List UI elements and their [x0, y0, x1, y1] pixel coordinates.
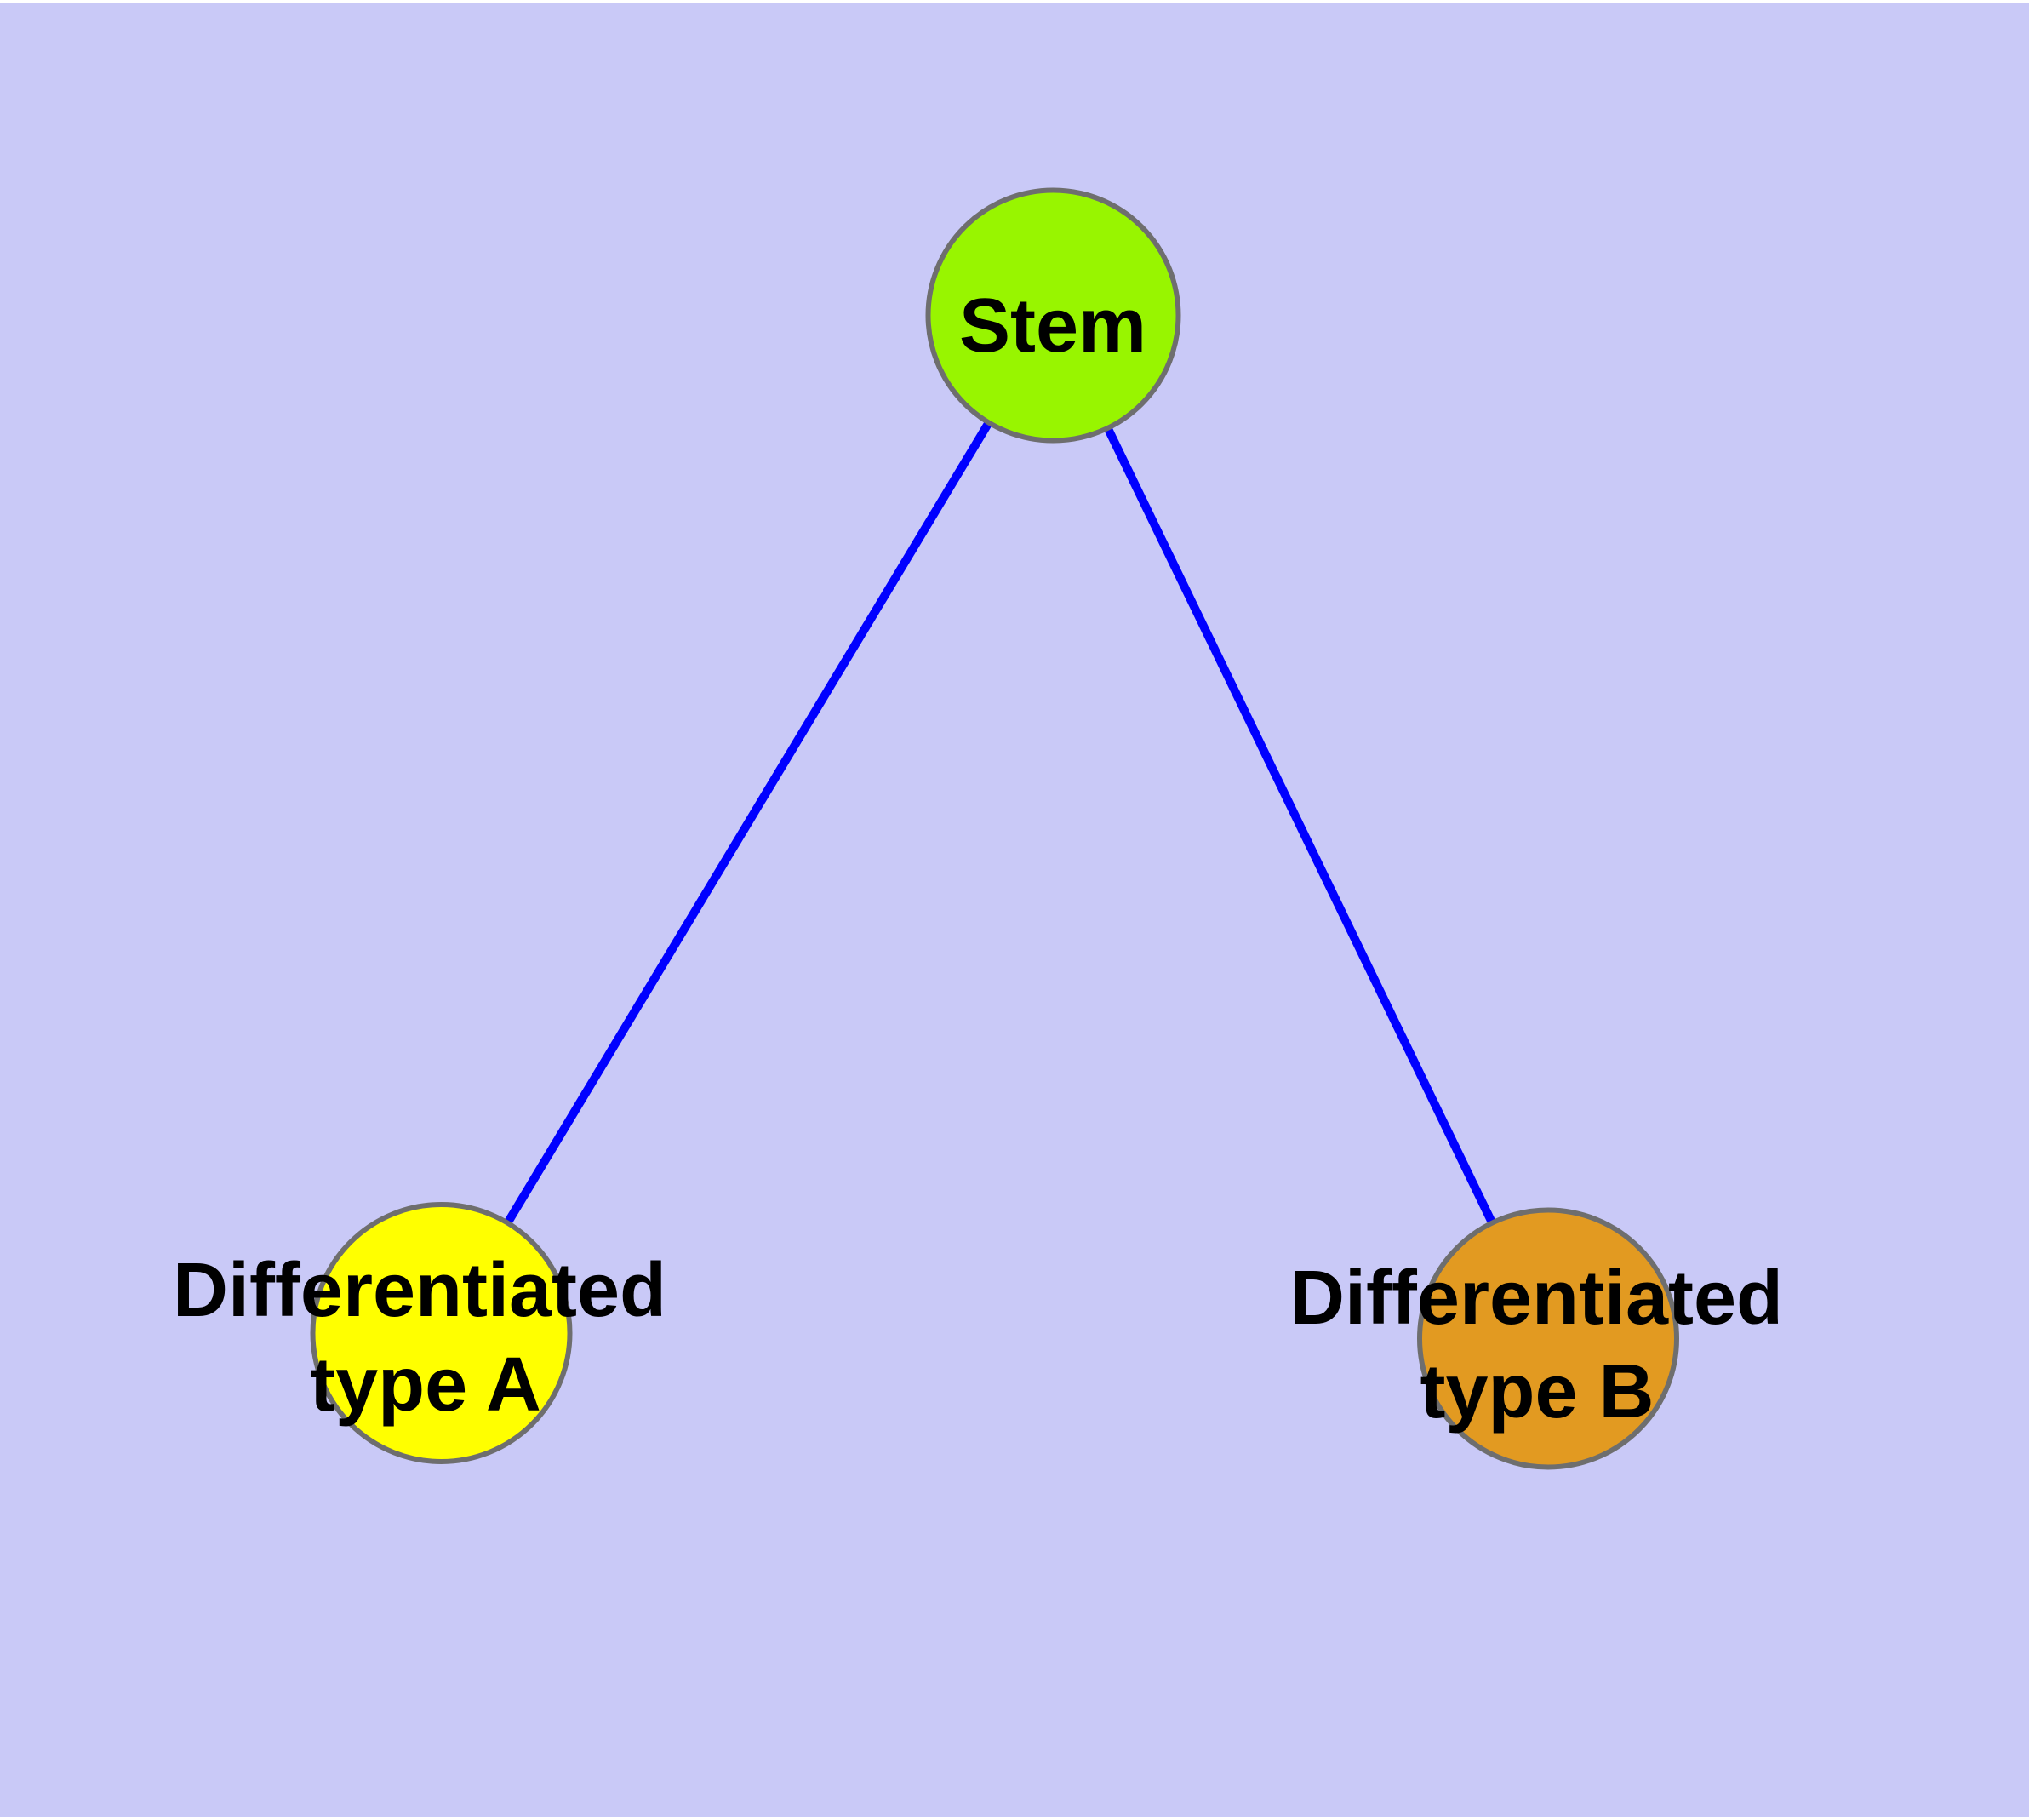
- node-differentiated-type-b[interactable]: [1417, 1207, 1679, 1470]
- node-stem-label: Stem: [959, 283, 1146, 369]
- node-type-b-label-line1: Differentiated: [1289, 1256, 1783, 1341]
- node-type-a-label-line1: Differentiated: [173, 1248, 666, 1333]
- node-stem[interactable]: [925, 187, 1181, 444]
- edge-stem-to-type-a: [437, 312, 1057, 1336]
- node-differentiated-type-a[interactable]: [310, 1202, 573, 1464]
- node-type-b-label-line2: type B: [1420, 1349, 1654, 1434]
- node-type-a-label-line2: type A: [310, 1342, 541, 1428]
- edge-stem-to-type-b: [1049, 313, 1552, 1341]
